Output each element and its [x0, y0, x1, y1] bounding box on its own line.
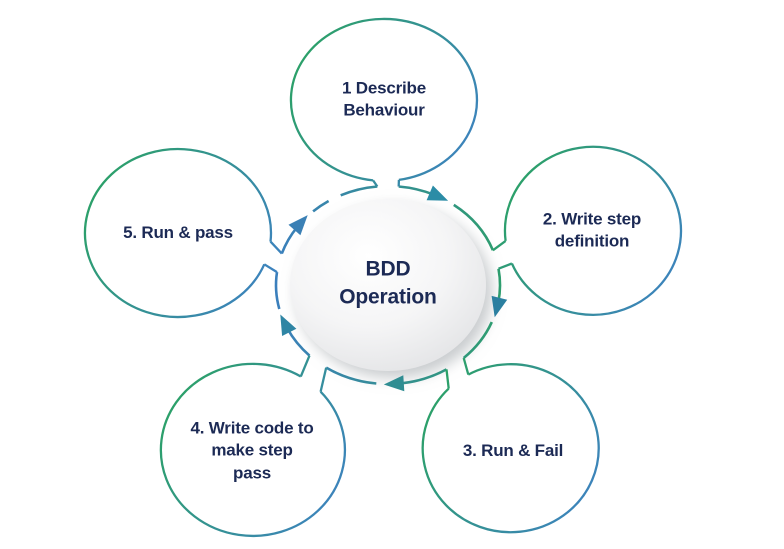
cycle-arrowhead-3-to-4	[383, 375, 405, 392]
cycle-arrowhead-4-to-5	[280, 314, 297, 336]
step-4-circle	[159, 362, 346, 538]
step-3-circle	[421, 363, 600, 534]
cycle-arc-2-3	[497, 268, 502, 303]
cycle-arc-3-4	[399, 368, 448, 385]
cycle-arrowhead-5-to-1	[288, 215, 308, 236]
cycle-dash-1	[453, 203, 495, 251]
cycle-dash-3	[325, 366, 377, 385]
cycle-dash-5a	[312, 199, 330, 213]
cycle-arc-1-2	[398, 185, 435, 196]
cycle-dash-4	[274, 271, 281, 310]
step-1-notch-wall-a	[372, 179, 379, 188]
step-5-circle	[83, 147, 273, 319]
cycle-arc-5-1	[280, 225, 299, 255]
hub-circle	[290, 199, 486, 371]
cycle-dash-2	[462, 321, 493, 360]
cycle-arrowhead-2-to-3	[491, 295, 508, 318]
cycle-arc-4-5	[286, 327, 311, 357]
step-2-notch-wall-b	[498, 262, 513, 270]
step-2-circle	[503, 145, 683, 316]
step-3-notch-wall-b	[445, 369, 450, 389]
cycle-arrowhead-1-to-2	[426, 185, 449, 201]
cycle-dash-5b	[340, 185, 378, 197]
step-4-notch-wall-b	[299, 355, 311, 377]
step-2-notch-wall-a	[492, 239, 507, 252]
step-1-circle	[289, 17, 479, 182]
step-5-notch-wall-b	[269, 240, 283, 255]
step-5-notch-wall-a	[263, 263, 278, 274]
step-4-notch-wall-a	[319, 367, 328, 392]
step-3-notch-wall-a	[462, 357, 470, 375]
